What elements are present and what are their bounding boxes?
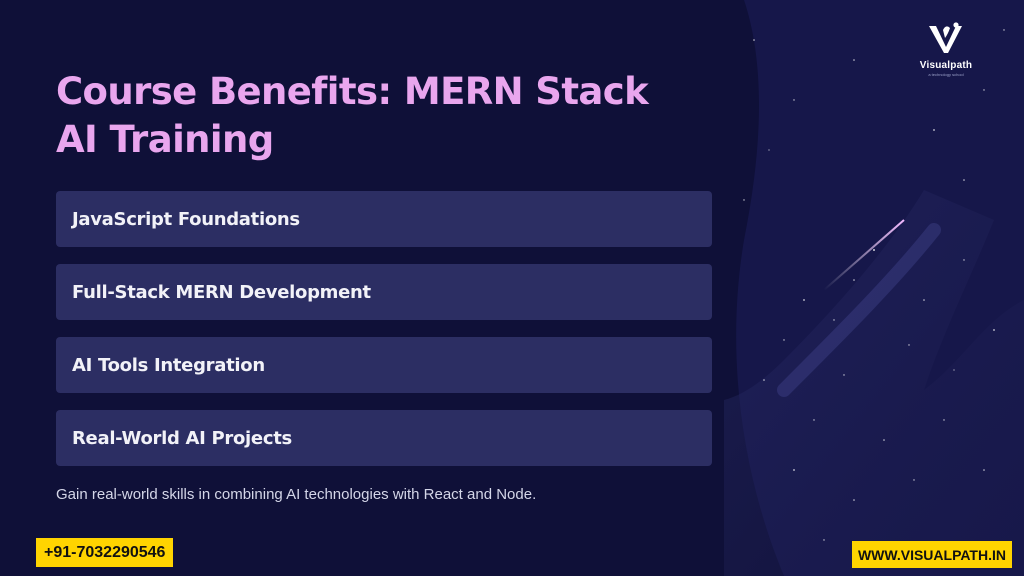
page-title: Course Benefits: MERN Stack AI Training bbox=[56, 70, 649, 161]
starfield-background bbox=[724, 0, 1024, 576]
benefit-label: Real-World AI Projects bbox=[72, 427, 292, 449]
benefit-list: JavaScript Foundations Full-Stack MERN D… bbox=[56, 191, 712, 483]
summary-text: Gain real-world skills in combining AI t… bbox=[56, 486, 537, 503]
brand-tagline: a technology school bbox=[928, 72, 964, 77]
benefit-card: Real-World AI Projects bbox=[56, 410, 712, 466]
benefit-label: JavaScript Foundations bbox=[72, 208, 300, 230]
shooting-star-streak bbox=[823, 219, 905, 291]
benefit-label: Full-Stack MERN Development bbox=[72, 281, 371, 303]
visualpath-logo-icon bbox=[929, 22, 962, 53]
phone-number-badge[interactable]: +91-7032290546 bbox=[36, 538, 174, 567]
benefit-card: Full-Stack MERN Development bbox=[56, 264, 712, 320]
benefit-card: AI Tools Integration bbox=[56, 337, 712, 393]
website-link-badge[interactable]: WWW.VISUALPATH.IN bbox=[851, 541, 1012, 568]
brand-name: Visualpath bbox=[919, 60, 973, 71]
benefit-card: JavaScript Foundations bbox=[56, 191, 712, 247]
benefit-label: AI Tools Integration bbox=[72, 354, 265, 376]
brand-logo: Visualpath a technology school bbox=[906, 22, 986, 77]
